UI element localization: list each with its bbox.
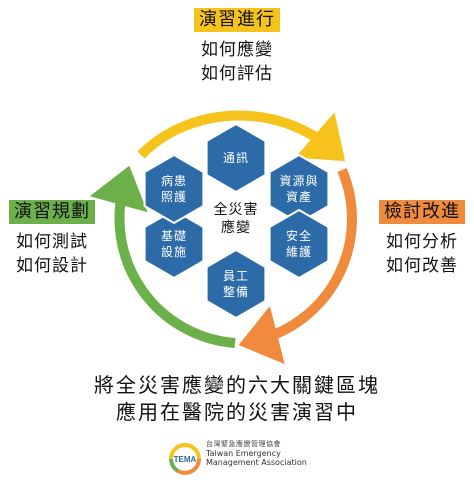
stage-review-improve: 檢討改進 如何分析 如何改善	[374, 200, 470, 278]
center-label-line: 全災害	[214, 201, 259, 218]
logo-name-en-1: Taiwan Emergency	[206, 449, 281, 458]
arrow-green	[89, 165, 236, 348]
hexagon-shape	[205, 122, 267, 194]
logo-name-zh: 台灣緊急應變管理協會	[206, 440, 281, 448]
caption-line-1: 將全災害應變的六大關鍵區塊	[94, 373, 380, 397]
hexagon-label: 基礎	[161, 229, 187, 243]
hexagon-label: 照護	[161, 189, 187, 204]
logo-name-en-2: Management Association	[206, 458, 307, 467]
arrow-yellow	[137, 110, 346, 162]
hexagon-label: 資源與	[279, 174, 318, 188]
hexagon-label: 資產	[286, 189, 312, 204]
hexagon-shape	[268, 208, 330, 280]
tema-logo-mark-icon: TEMA	[169, 443, 201, 475]
arrow-orange	[238, 168, 357, 365]
stage-line: 如何評估	[201, 64, 273, 84]
hexagon-shape	[143, 153, 205, 225]
hexagon-label: 設施	[161, 244, 187, 259]
stage-title: 演習進行	[194, 8, 280, 32]
caption: 將全災害應變的六大關鍵區塊 應用在醫院的災害演習中	[0, 372, 474, 426]
stage-exercise-conduct: 演習進行 如何應變 如何評估	[182, 8, 292, 86]
stage-line: 如何改善	[386, 256, 458, 276]
stage-title: 演習規劃	[9, 200, 95, 224]
stage-line: 如何分析	[386, 232, 458, 252]
logo-mark-text: TEMA	[174, 455, 197, 464]
hexagon-label: 通訊	[223, 150, 249, 165]
stage-line: 如何測試	[16, 232, 88, 252]
hexagon-shape	[205, 248, 267, 320]
hexagon-shape	[143, 208, 205, 280]
stage-line: 如何應變	[201, 40, 273, 60]
tema-logo: TEMA 台灣緊急應變管理協會 Taiwan Emergency Managem…	[168, 440, 328, 478]
hex-communications: 通訊	[205, 122, 267, 194]
hexagon-label: 維護	[286, 244, 312, 259]
stage-line: 如何設計	[16, 256, 88, 276]
caption-line-2: 應用在醫院的災害演習中	[116, 400, 358, 424]
hexagon-label: 員工	[223, 269, 249, 283]
hexagon-label: 病患	[161, 173, 187, 188]
center-label-line: 應變	[221, 219, 251, 236]
stage-title: 檢討改進	[379, 200, 465, 224]
stage-exercise-planning: 演習規劃 如何測試 如何設計	[4, 200, 100, 278]
hexagon-label: 安全	[286, 228, 312, 243]
hexagon-label: 整備	[223, 284, 249, 299]
center-label: 全災害應變	[214, 201, 259, 236]
